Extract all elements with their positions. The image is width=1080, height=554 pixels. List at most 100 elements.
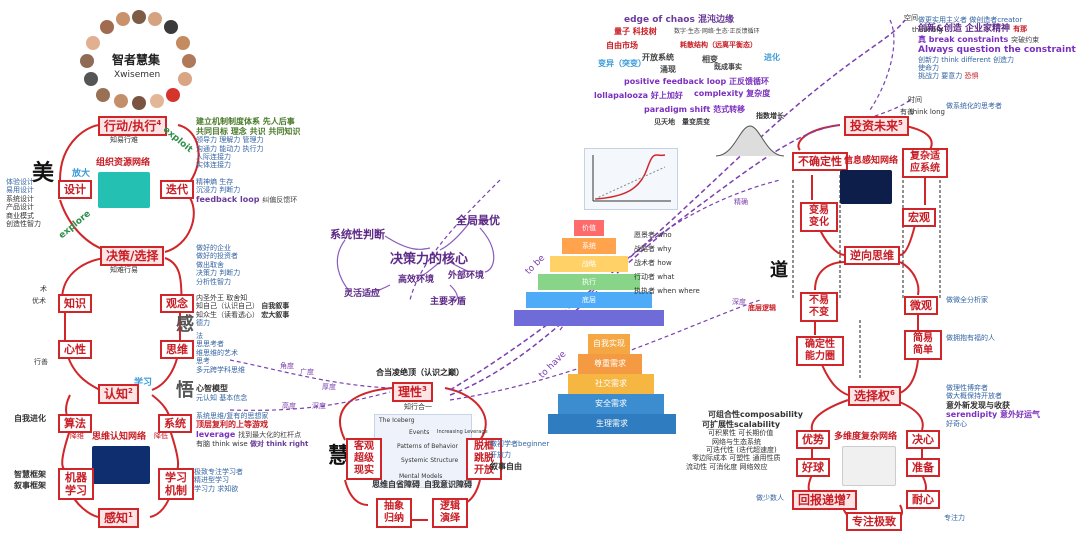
chaos-line: positive feedback loop 正反馈循环 bbox=[624, 77, 769, 86]
simple-note: 做拥抱有福的人 bbox=[946, 334, 995, 342]
time-label: 时间 bbox=[908, 96, 922, 104]
decide-note: 分析性智力 bbox=[196, 277, 231, 286]
avatar[interactable] bbox=[114, 94, 128, 108]
system-notes: 系统思维/复有的思想家 顶层复利的上等游戏 leverage 找到最大化的杠杆点… bbox=[196, 412, 308, 448]
node-heart[interactable]: 心性 bbox=[58, 340, 92, 360]
node-certain[interactable]: 确定性 能力圈 bbox=[796, 336, 844, 366]
avatar[interactable] bbox=[116, 12, 130, 26]
node-action[interactable]: 行动/执行4 bbox=[98, 116, 168, 137]
brand-subtitle: Xwisemen bbox=[114, 70, 161, 80]
avatar[interactable] bbox=[176, 36, 190, 50]
thinking-note: 思考 bbox=[196, 357, 210, 366]
decide-note: 决策力 判断力 bbox=[196, 269, 241, 278]
design-notes: 体验设计 易用设计 系统设计 产品设计 商业模式 创造性智力 bbox=[6, 178, 41, 228]
node-abstract[interactable]: 抽象归纳 bbox=[376, 498, 412, 528]
node-break-frame[interactable]: 脱框跳脱开放 bbox=[466, 438, 502, 480]
top-note: 挑战力 要意力 恐惧 bbox=[918, 72, 979, 81]
node-cognition[interactable]: 认知2 bbox=[98, 384, 139, 405]
avatar[interactable] bbox=[86, 36, 100, 50]
avatar[interactable] bbox=[84, 72, 98, 86]
maslow-tier: 生理需求 bbox=[548, 414, 676, 434]
maslow-tier: 自我实现 bbox=[588, 334, 630, 354]
maslow-pyramid: 自我实现 尊重需求 社交需求 安全需求 生理需求 bbox=[548, 334, 678, 444]
node-simple[interactable]: 简易 简单 bbox=[904, 330, 942, 360]
node-focus[interactable]: 专注极致 bbox=[846, 512, 902, 532]
node-decide2[interactable]: 决心 bbox=[906, 430, 940, 450]
concept-global: 全局最优 bbox=[456, 214, 500, 227]
action-small: 领导力 理解力 管理力 bbox=[196, 136, 264, 145]
reason-sup: 3 bbox=[422, 385, 427, 393]
node-decide[interactable]: 决策/选择 bbox=[100, 246, 165, 267]
know-one: 知行合一 bbox=[404, 403, 432, 411]
avatar[interactable] bbox=[132, 10, 146, 24]
info-net-image bbox=[840, 170, 892, 204]
choice-note: 做理性博弈者 bbox=[946, 384, 988, 392]
avatar[interactable] bbox=[148, 12, 162, 26]
node-reason[interactable]: 理性3 bbox=[392, 382, 433, 403]
node-feedback[interactable]: 回报递增7 bbox=[792, 490, 857, 511]
node-macro[interactable]: 宏观 bbox=[902, 208, 936, 228]
iceberg-layer: Systemic Structure bbox=[401, 457, 459, 464]
growth-note: 网络与生态系统 bbox=[712, 437, 761, 446]
node-choice[interactable]: 选择权6 bbox=[848, 386, 901, 407]
node-learn-mech[interactable]: 学习机制 bbox=[158, 468, 194, 501]
cognition-notes: 心智模型 元认知 基本信念 bbox=[196, 384, 247, 402]
avatar[interactable] bbox=[96, 88, 110, 102]
avatar[interactable] bbox=[80, 54, 94, 68]
node-perceive[interactable]: 感知1 bbox=[98, 508, 139, 529]
thinking-note: 思思考者 bbox=[196, 340, 224, 349]
node-design[interactable]: 设计 bbox=[58, 180, 92, 200]
node-algorithm[interactable]: 算法 bbox=[58, 414, 92, 434]
choice-note: 好奇心 bbox=[946, 419, 967, 428]
avatar[interactable] bbox=[164, 20, 178, 34]
node-unchange[interactable]: 不易 不变 bbox=[800, 292, 838, 322]
action-note: 知易行难 bbox=[110, 136, 138, 144]
node-advantage[interactable]: 优势 bbox=[796, 430, 830, 450]
node-knowledge[interactable]: 知识 bbox=[58, 294, 92, 314]
learn-note: 极致专注学习者 bbox=[194, 468, 243, 476]
node-ml[interactable]: 机器学习 bbox=[58, 468, 94, 501]
open-note: 开放力 bbox=[490, 451, 511, 459]
node-objective[interactable]: 客观超级现实 bbox=[346, 438, 382, 480]
iceberg-side: Increasing Leverage bbox=[437, 429, 488, 435]
node-prepare[interactable]: 准备 bbox=[906, 458, 940, 478]
avatar[interactable] bbox=[178, 72, 192, 86]
algo-note-low: 降低 bbox=[154, 432, 168, 440]
avatar[interactable] bbox=[150, 94, 164, 108]
node-patience[interactable]: 耐心 bbox=[906, 490, 940, 510]
node-thinking[interactable]: 思维 bbox=[160, 340, 194, 360]
action-sup: 4 bbox=[156, 119, 162, 127]
avatar[interactable] bbox=[166, 88, 180, 102]
node-system[interactable]: 系统 bbox=[158, 414, 192, 434]
node-complex-adapt[interactable]: 复杂适应系统 bbox=[902, 148, 948, 178]
action-small: 沟通力 能动力 执行力 bbox=[196, 144, 264, 153]
node-good-ball[interactable]: 好球 bbox=[796, 458, 830, 478]
top-note: 使命力 bbox=[918, 63, 939, 72]
cognition-note: 元认知 基本信念 bbox=[196, 393, 248, 402]
concept-note: 知自己（认识自己） 自我叙事 bbox=[196, 302, 290, 311]
growth-note: 可积累性 可长期价值 bbox=[708, 429, 774, 438]
node-uncertain[interactable]: 不确定性 bbox=[792, 152, 848, 172]
node-micro[interactable]: 微观 bbox=[904, 296, 938, 316]
system-note: 顶层复利的上等游戏 bbox=[196, 420, 268, 430]
narrative-note: 叙事自由 bbox=[490, 462, 522, 471]
node-invest[interactable]: 投资未来5 bbox=[844, 116, 909, 137]
avatar[interactable] bbox=[132, 96, 146, 110]
depth-label: 深度 bbox=[732, 298, 746, 306]
thinking-note: 维思维的艺术 bbox=[196, 348, 238, 357]
node-logic[interactable]: 逻辑演绎 bbox=[432, 498, 468, 528]
node-reverse[interactable]: 逆向思维 bbox=[844, 246, 900, 266]
char-dao: 道 bbox=[770, 260, 788, 281]
iceberg: The Iceberg Events Patterns of Behavior … bbox=[374, 414, 488, 488]
algo-note-down: 降维 bbox=[70, 432, 84, 440]
chaos-line: 见天地 bbox=[654, 118, 675, 126]
growth-note: 可扩展性scalability bbox=[702, 419, 781, 429]
step-bar: 价值 bbox=[574, 220, 604, 236]
avatar[interactable] bbox=[100, 20, 114, 34]
node-concept[interactable]: 观念 bbox=[160, 294, 194, 314]
node-change[interactable]: 变易 变化 bbox=[800, 202, 838, 232]
node-iterate[interactable]: 迭代 bbox=[160, 180, 194, 200]
choice-sup: 6 bbox=[890, 389, 895, 397]
choice-note: 做大概保持开放者 bbox=[946, 392, 1002, 401]
avatar[interactable] bbox=[182, 54, 196, 68]
